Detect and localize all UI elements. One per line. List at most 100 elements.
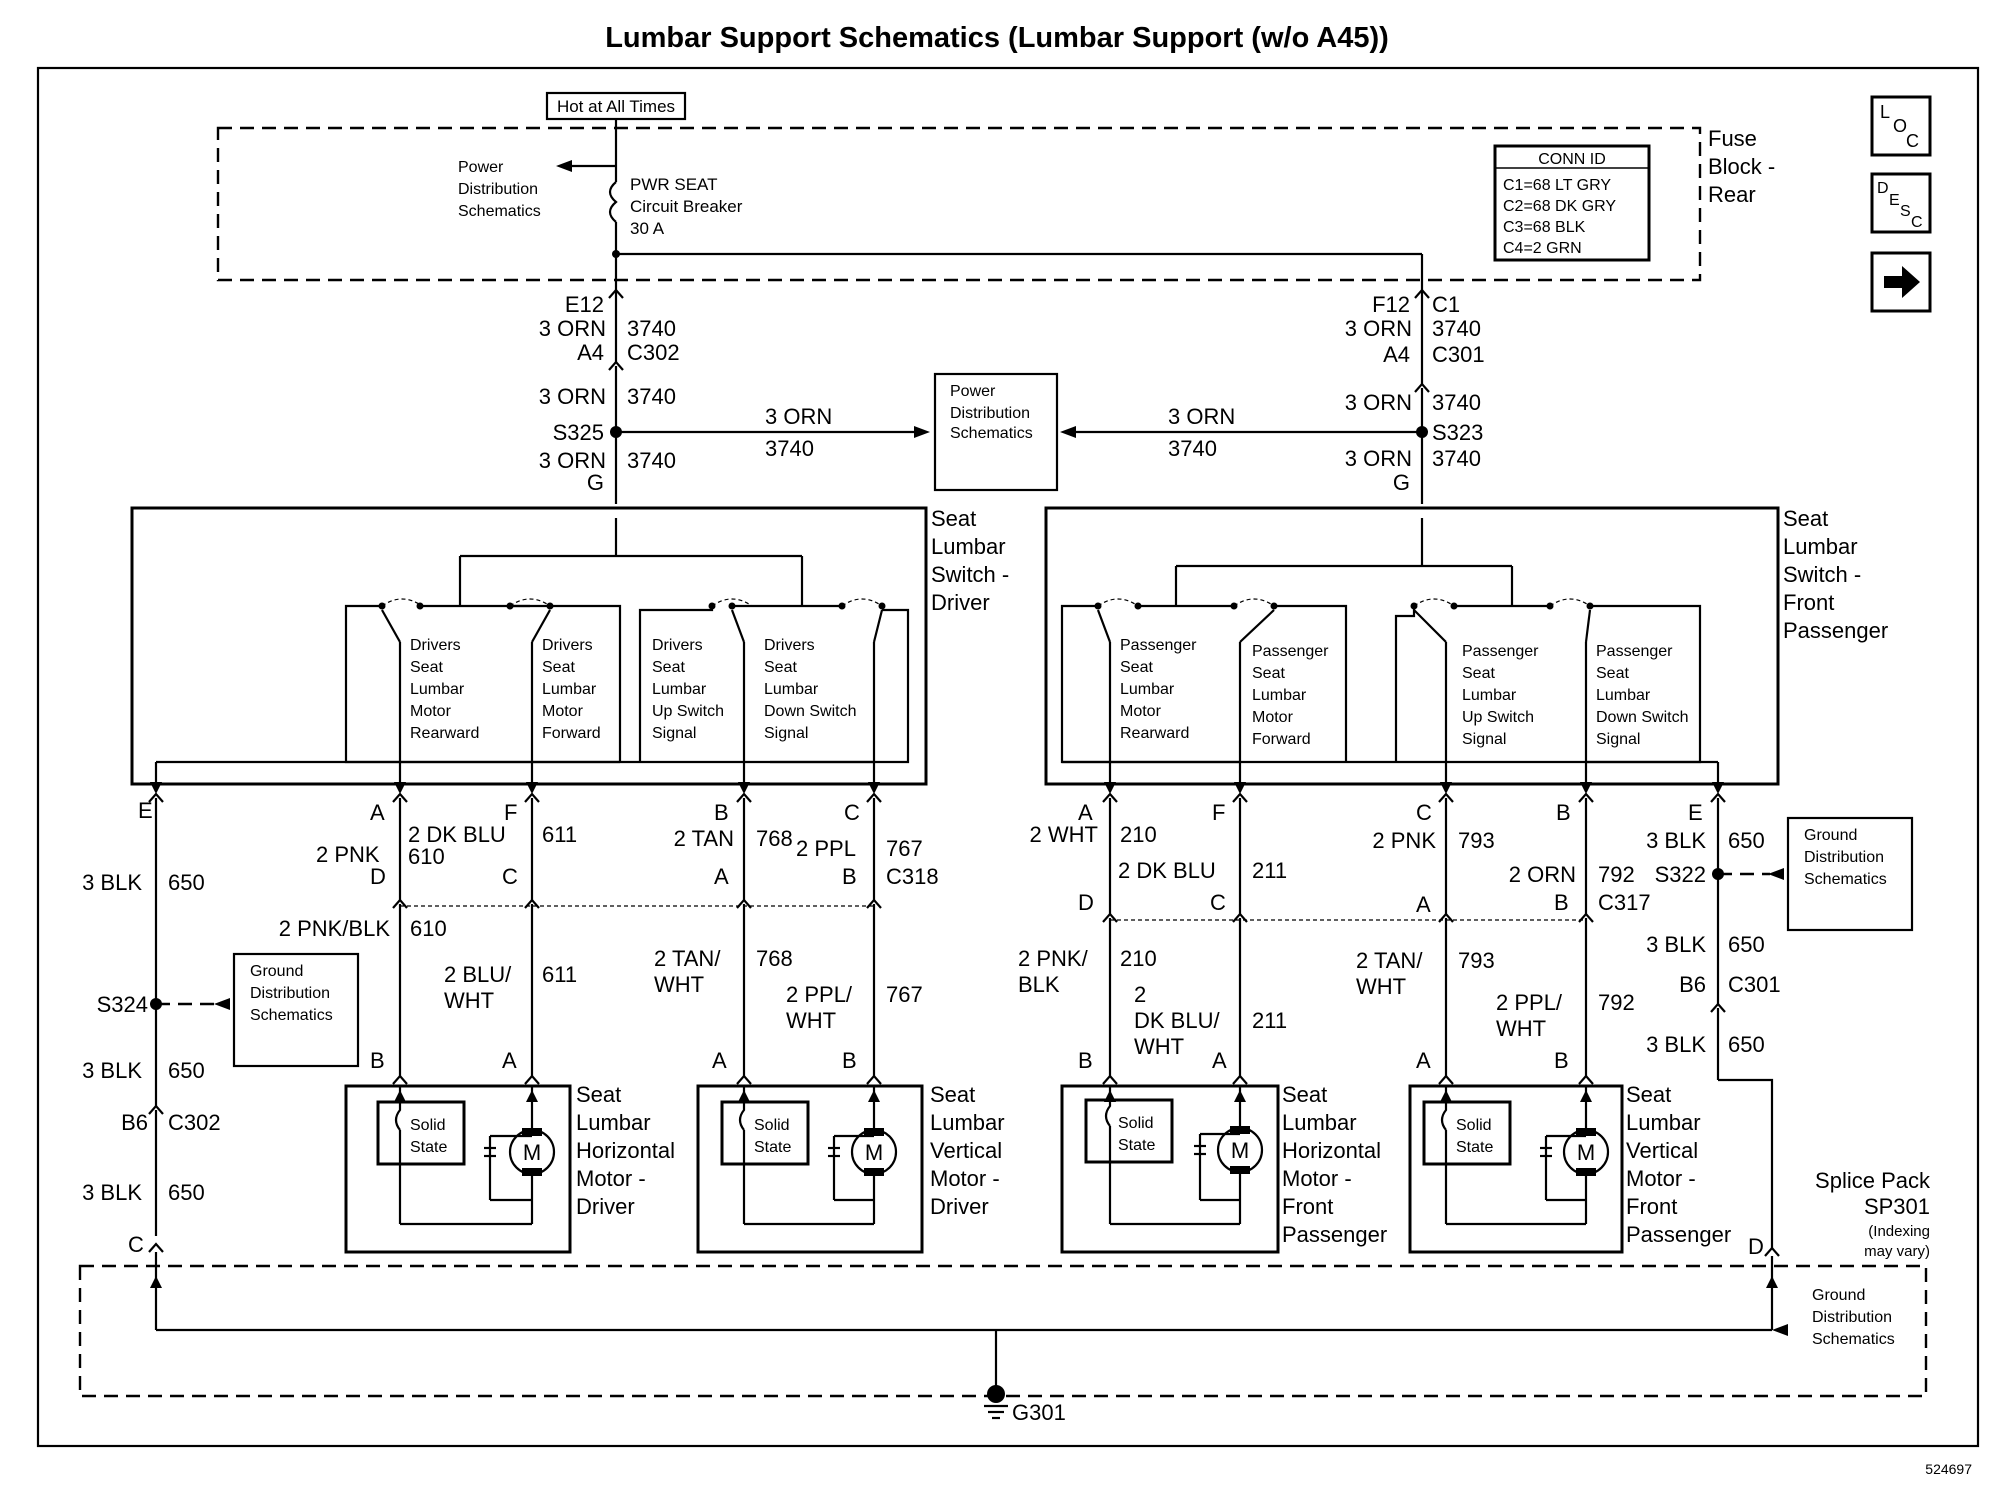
driver-contact-3-line-5: Signal (652, 725, 696, 742)
motor-1-name-3: Horizontal (576, 1138, 675, 1163)
circuit-650-label: 650 (1728, 1032, 1765, 1057)
circuit-793-label: 793 (1458, 828, 1495, 853)
pass-contact-4-line-5: Signal (1596, 731, 1640, 748)
motor-4-name-5: Front (1626, 1194, 1677, 1219)
c1-label: C1 (1432, 292, 1460, 317)
splice-pack-sp301: Splice Pack SP301 (Indexing may vary) Gr… (78, 1168, 1931, 1425)
pass-contact-1-line-5: Rearward (1120, 725, 1189, 742)
pin-f-label: F (1212, 800, 1225, 825)
dkblu-wire-label: 2 DK BLU (408, 822, 506, 847)
hot-at-all-times-label: Hot at All Times (557, 97, 675, 116)
motor-3-name-4: Motor - (1282, 1166, 1352, 1191)
blk-wire-label: 3 BLK (82, 1180, 142, 1205)
pin-a-label: A (502, 1048, 517, 1073)
center-power-ref-2: Distribution (950, 405, 1030, 422)
ground-ref-bottom-2: Distribution (1812, 1309, 1892, 1326)
pin-d-right: D (1748, 1234, 1764, 1259)
svg-text:S: S (1900, 203, 1911, 220)
ground-symbol-icon (984, 1404, 1008, 1420)
e12-label: E12 (565, 292, 604, 317)
pin-a-label: A (712, 1048, 727, 1073)
pin-b-label: B (1554, 1048, 1569, 1073)
pin-e-left: E (138, 798, 153, 823)
loc-icon[interactable]: L O C (1870, 95, 1932, 157)
driver-contact-3-line-1: Drivers (652, 637, 703, 654)
passenger-feed: F12 C1 3 ORN 3740 A4 C301 3 ORN 3740 S32… (1060, 288, 1485, 519)
solid-state-box (1084, 1098, 1174, 1164)
ground-ref-box-left (232, 952, 360, 1068)
circuit-210-label: 210 (1120, 822, 1157, 847)
pnkblk-wire-label: 2 PNK/BLK (279, 916, 391, 941)
circuit-610-label: 610 (408, 844, 445, 869)
solid-state-1: Solid (754, 1117, 790, 1134)
pin-a-label: A (714, 864, 729, 889)
breaker-label-1: PWR SEAT (630, 175, 718, 194)
pin-b-label: B (1078, 1048, 1093, 1073)
switch-passenger-name-4: Front (1783, 590, 1834, 615)
circuit-792-label: 792 (1598, 862, 1635, 887)
pin-c-left: C (128, 1232, 144, 1257)
desc-icon[interactable]: D E S C (1870, 172, 1932, 234)
conn-id-row-2: C2=68 DK GRY (1503, 198, 1616, 215)
motor-4-name-2: Lumbar (1626, 1110, 1701, 1135)
driver-contact-2-line-2: Seat (542, 659, 575, 676)
arrow-head-icon (914, 426, 930, 438)
fuse-block-name-1: Fuse (1708, 126, 1757, 151)
motor-4-name-4: Motor - (1626, 1166, 1696, 1191)
circuit-611-label: 611 (542, 962, 577, 987)
pplwht-wire-label-1: 2 PPL/ (786, 982, 853, 1007)
bluwht-wire-label-1: 2 BLU/ (444, 962, 512, 987)
dkbluwht-label-1: 2 (1134, 982, 1146, 1007)
pin-b-label: B (1556, 800, 1571, 825)
pass-contact-4-line-1: Passenger (1596, 643, 1673, 660)
motor-3-name-6: Passenger (1282, 1222, 1387, 1247)
a4-label: A4 (1383, 342, 1410, 367)
tanwht-r-label-2: WHT (1356, 974, 1406, 999)
motor-4-name-1: Seat (1626, 1082, 1671, 1107)
motor-2-name-3: Vertical (930, 1138, 1002, 1163)
driver-contact-1-line-2: Seat (410, 659, 443, 676)
driver-contact-2-line-4: Motor (542, 703, 584, 720)
pass-contact-1-line-1: Passenger (1120, 637, 1197, 654)
pplwht-r-label-1: 2 PPL/ (1496, 990, 1563, 1015)
motor-1-name-4: Motor - (576, 1166, 646, 1191)
pnkblk-r-wire-label-2: BLK (1018, 972, 1060, 997)
solid-state-2: State (410, 1139, 447, 1156)
pass-contact-3-line-5: Signal (1462, 731, 1506, 748)
pnkblk-r-wire-label-1: 2 PNK/ (1018, 946, 1089, 971)
pass-contact-1-line-3: Lumbar (1120, 681, 1175, 698)
driver-contact-4-line-1: Drivers (764, 637, 815, 654)
motor-symbol: M (523, 1140, 541, 1165)
pass-contact-3-line-3: Lumbar (1462, 687, 1517, 704)
pass-contact-3-line-2: Seat (1462, 665, 1495, 682)
orn-wire-label: 3 ORN (1345, 446, 1412, 471)
center-power-ref-box (933, 372, 1059, 492)
ground-ref-left-1: Ground (250, 963, 303, 980)
pin-b-label: B (842, 1048, 857, 1073)
ground-ref-box-right (1786, 816, 1914, 932)
connector-chevron-icon (608, 360, 624, 371)
motor-3-name-3: Horizontal (1282, 1138, 1381, 1163)
driver-contact-3-line-2: Seat (652, 659, 685, 676)
connector-chevron-icon (608, 288, 624, 299)
c301-label: C301 (1432, 342, 1485, 367)
ground-ref-right-1: Ground (1804, 827, 1857, 844)
right-arrow-icon[interactable] (1870, 251, 1932, 313)
c318-label: C318 (886, 864, 939, 889)
motor-symbol: M (865, 1140, 883, 1165)
connector-chevron-icon (1414, 382, 1430, 393)
orn-wire-label: 3 ORN (765, 404, 832, 429)
switch-driver-outline (130, 506, 928, 786)
a4-label: A4 (577, 340, 604, 365)
svg-text:O: O (1893, 116, 1907, 136)
circuit-767-label: 767 (886, 836, 923, 861)
motor-2-name-4: Motor - (930, 1166, 1000, 1191)
pin-b-label: B (1554, 890, 1569, 915)
pass-contact-4-line-3: Lumbar (1596, 687, 1651, 704)
pplwht-r-label-2: WHT (1496, 1016, 1546, 1041)
driver-harness: Ground Distribution Schematics E 3 BLK 6… (82, 792, 939, 1257)
center-power-ref-1: Power (950, 383, 996, 400)
tanwht-r-label-1: 2 TAN/ (1356, 948, 1423, 973)
motor-2-name-5: Driver (930, 1194, 989, 1219)
circuit-3740-label: 3740 (1168, 436, 1217, 461)
